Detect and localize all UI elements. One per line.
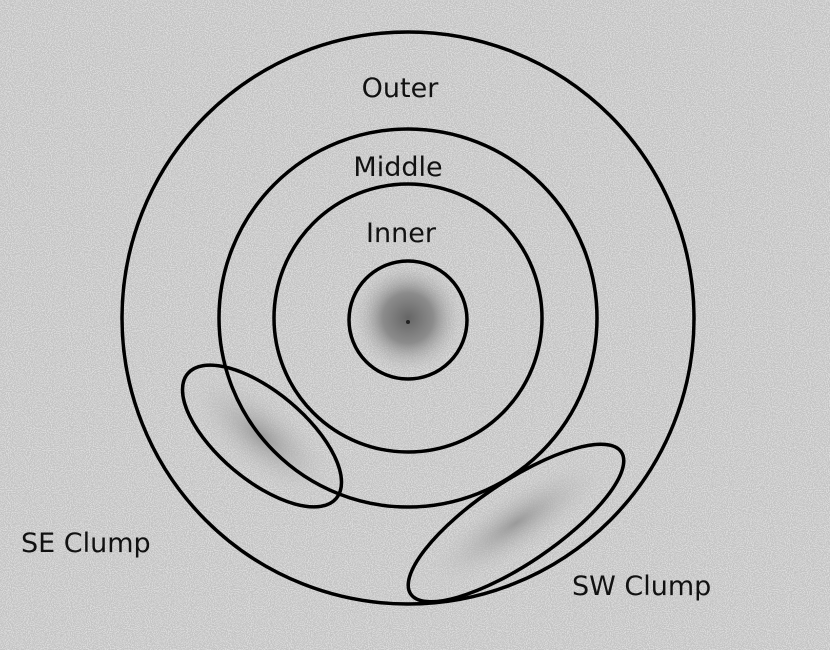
outer-label: Outer (362, 73, 440, 104)
middle-label: Middle (353, 152, 442, 183)
sw-clump-emission (420, 455, 612, 591)
core-emission (352, 262, 464, 374)
inner-ring (272, 182, 544, 454)
se-clump-label: SE Clump (21, 528, 151, 559)
inner-label: Inner (366, 218, 437, 249)
center-point (406, 320, 410, 324)
se-clump-ellipse (180, 363, 344, 509)
middle-ring (217, 127, 599, 509)
sw-clump-ellipse (406, 442, 626, 604)
sw-clump-label: SW Clump (572, 571, 711, 602)
core-circle (347, 259, 469, 381)
outer-ring (120, 30, 696, 606)
